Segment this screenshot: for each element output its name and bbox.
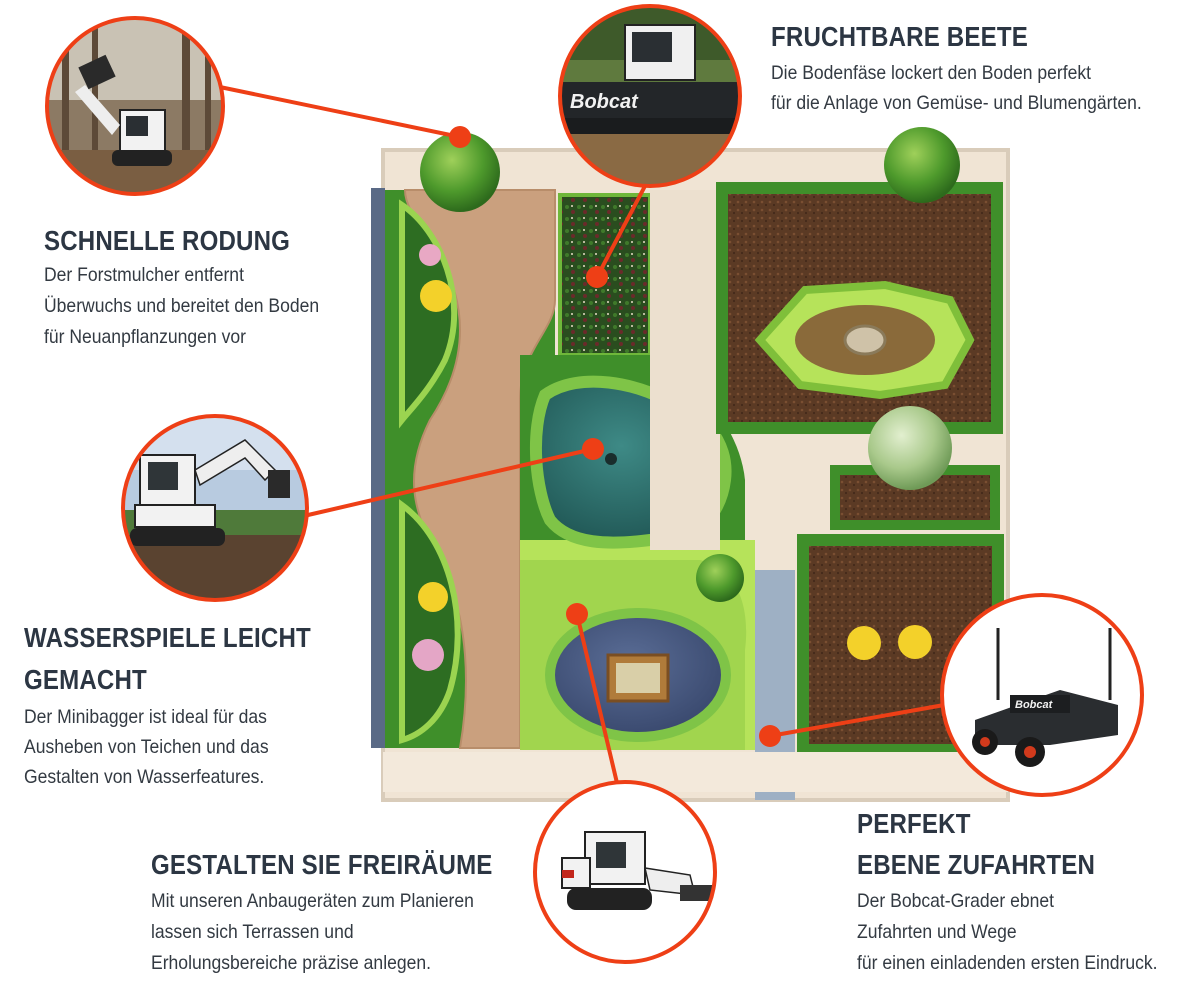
flower-yellow [420,280,452,312]
connectors [214,84,945,784]
callout-line-rodung-2: Überwuchs und bereitet den Boden [44,295,320,317]
callout-title-wasser-1: WASSERSPIELE LEICHT [24,622,311,653]
callout-line-beete-1: Die Bodenfäse lockert den Boden perfekt [771,62,1092,84]
marker-dot [582,438,604,460]
callout-line-rodung-3: für Neuanpflanzungen vor [44,326,246,348]
bush [696,554,744,602]
left-bed-top [399,199,458,429]
bobcat-logo-text: Bobcat [570,91,639,113]
callout-line-wasser-3: Gestalten von Wasserfeatures. [24,766,265,788]
grader-attachment-photo: Bobcat [940,593,1144,797]
connector-dots [449,126,781,747]
garden-plan [371,127,1010,802]
patio-table-top [616,663,660,693]
flower-pink [412,639,444,671]
callout-title-wasser-2: GEMACHT [24,664,147,695]
garden-stone [843,324,887,356]
callout-title-beete: FRUCHTBARE BEETE [771,21,1028,52]
marker-dot [759,725,781,747]
callout-title-freiraeume: GESTALTEN SIE FREIRÄUME [151,849,493,880]
track-loader-photo [533,780,717,964]
flower-pink [419,244,441,266]
callout-line-freiraeume-2: lassen sich Terrassen und [151,921,354,943]
bobcat-logo-text: Bobcat [1015,699,1054,711]
callout-line-zufahrten-3: für einen einladenden ersten Eindruck. [857,952,1158,974]
forestry-mulcher-photo [45,16,225,196]
callout-line-beete-2: für die Anlage von Gemüse- und Blumengär… [771,92,1142,114]
marker-dot [566,603,588,625]
marker-dot [586,266,608,288]
callout-line-freiraeume-1: Mit unseren Anbaugeräten zum Planieren [151,890,474,912]
connector-wasser [307,447,594,517]
connector-zufahrten [769,703,945,738]
callout-title-zufahrten-1: PERFEKT [857,808,971,839]
marker-dot [449,126,471,148]
callout-line-zufahrten-2: Zufahrten und Wege [857,921,1017,943]
connector-beete [595,185,647,278]
left-bed-bottom [399,499,461,744]
left-edge [371,188,385,748]
connector-freiraeume [575,613,619,784]
callout-line-rodung-1: Der Forstmulcher entfernt [44,264,244,286]
bush [884,127,960,203]
soil-tiller-photo: Bobcat [558,4,742,188]
bush [868,406,952,490]
connector-rodung [214,84,461,139]
pond-fountain [605,453,617,465]
flower-yellow [418,582,448,612]
paving-bottom [383,752,1008,792]
flower-yellow [898,625,932,659]
flower-yellow [847,626,881,660]
callout-line-zufahrten-1: Der Bobcat-Grader ebnet [857,890,1055,912]
mini-excavator-photo [121,414,309,602]
callout-line-wasser-1: Der Minibagger ist ideal für das [24,706,267,728]
callout-line-wasser-2: Ausheben von Teichen und das [24,736,269,758]
paving-right [650,190,720,550]
callout-title-zufahrten-2: EBENE ZUFAHRTEN [857,849,1096,880]
callout-line-freiraeume-3: Erholungsbereiche präzise anlegen. [151,952,432,974]
bush [420,132,500,212]
callout-title-rodung: SCHNELLE RODUNG [44,225,291,256]
